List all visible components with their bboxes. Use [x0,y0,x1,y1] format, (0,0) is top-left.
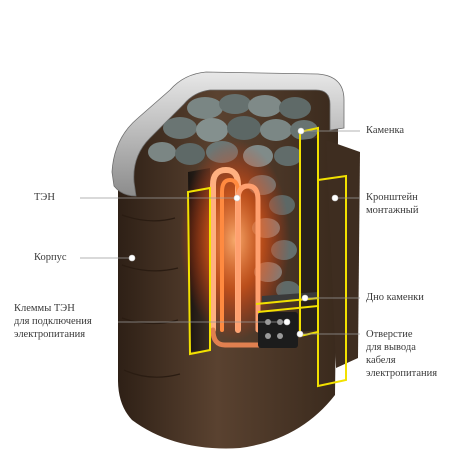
body-grooves [121,214,181,378]
label-tray-bottom: Дно каменки [366,292,424,303]
heating-elements [210,166,263,348]
label-body: Корпус [34,252,67,263]
rim-shape [111,71,345,197]
label-kamenka: Каменка [366,125,405,136]
label-ten: ТЭН [34,192,55,203]
callout-lines [80,130,360,335]
label-mounting-bracket: Кронштейн монтажный [366,192,419,216]
label-terminals: Клеммы ТЭН для подключения электропитани… [14,303,92,340]
highlight-outlines [186,126,347,388]
callout-dots [128,127,339,338]
label-cable-hole: Отверстие для вывода кабеля электропитан… [366,329,438,379]
terminals-block [258,312,298,348]
